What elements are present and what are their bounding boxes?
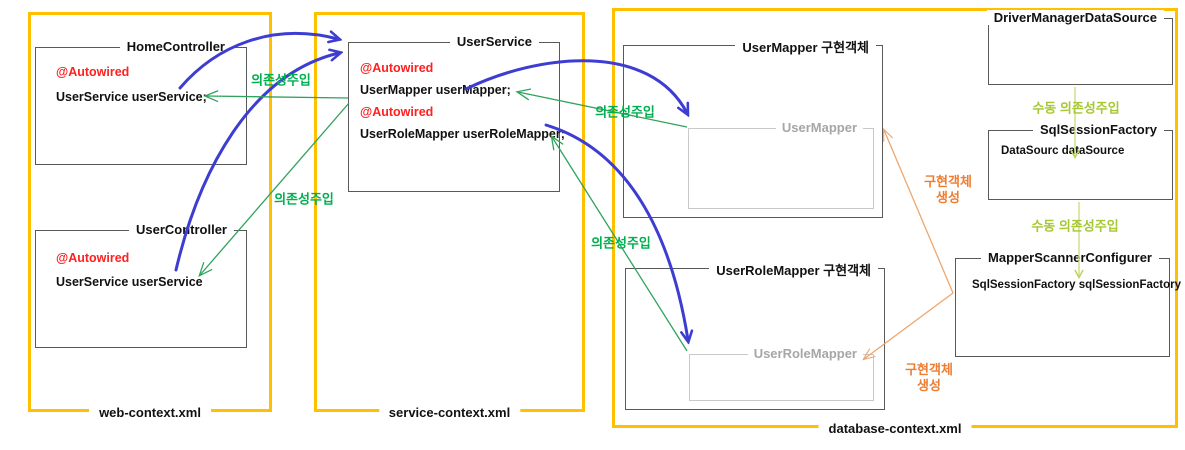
user-service-title: UserService [449,34,539,49]
service-context-label: service-context.xml [378,405,521,420]
impl-creation-label: 구현객체 생성 [905,362,953,394]
user-role-mapper-impl-title: UserRoleMapper 구현객체 [709,260,878,279]
user-role-mapper-inner-title: UserRoleMapper [747,346,863,361]
home-controller-box: HomeController @Autowired UserService us… [35,39,247,165]
user-mapper-inner-title: UserMapper [775,120,863,135]
impl-creation-label-line2: 생성 [936,190,960,205]
sqlsessionfactory-field: SqlSessionFactory sqlSessionFactory [972,279,1181,291]
impl-creation-label-line1: 구현객체 [924,174,972,189]
impl-creation-label: 구현객체 생성 [924,174,972,206]
mapper-scanner-configurer-box: MapperScannerConfigurer SqlSessionFactor… [955,250,1181,357]
usermapper-field: UserMapper userMapper; [360,83,511,97]
impl-creation-label-line2: 생성 [917,378,941,393]
autowired-annotation: @Autowired [360,105,434,119]
driver-manager-data-source-box: DriverManagerDataSource [986,10,1173,85]
user-mapper-impl-box: UserMapper 구현객체 UserMapper [623,37,883,218]
userservice-field: UserService userService; [56,90,207,104]
dependency-injection-label: 의존성주입 [591,235,651,251]
user-mapper-impl-title: UserMapper 구현객체 [735,37,876,56]
driver-manager-data-source-title: DriverManagerDataSource [986,10,1164,25]
database-context-label: database-context.xml [818,421,972,436]
datasource-field: DataSourc dataSource [1001,145,1125,157]
autowired-annotation: @Autowired [360,61,434,75]
home-controller-title: HomeController [119,39,232,54]
impl-creation-label-line1: 구현객체 [905,362,953,377]
user-controller-box: UserController @Autowired UserService us… [35,222,247,348]
mapper-scanner-configurer-title: MapperScannerConfigurer [981,250,1159,265]
database-context-frame: database-context.xml [612,8,1178,436]
userrolemapper-field: UserRoleMapper userRoleMapper; [360,127,565,141]
sql-session-factory-title: SqlSessionFactory [1032,122,1164,137]
sql-session-factory-box: SqlSessionFactory DataSourc dataSource [988,122,1173,200]
autowired-annotation: @Autowired [56,65,130,79]
userservice-field: UserService userService [56,275,203,289]
user-role-mapper-inner-box: UserRoleMapper [689,346,874,401]
manual-dependency-injection-label: 수동 의존성주입 [1031,218,1119,234]
dependency-injection-label: 의존성주입 [251,72,311,88]
dependency-injection-label: 의존성주입 [595,104,655,120]
user-mapper-inner-box: UserMapper [688,120,874,209]
user-service-box: UserService @Autowired UserMapper userMa… [348,34,565,192]
manual-dependency-injection-label: 수동 의존성주입 [1032,100,1120,116]
web-context-label: web-context.xml [89,405,211,420]
user-role-mapper-impl-box: UserRoleMapper 구현객체 UserRoleMapper [625,260,885,410]
autowired-annotation: @Autowired [56,251,130,265]
dependency-injection-label: 의존성주입 [274,191,334,207]
user-controller-title: UserController [128,222,234,237]
